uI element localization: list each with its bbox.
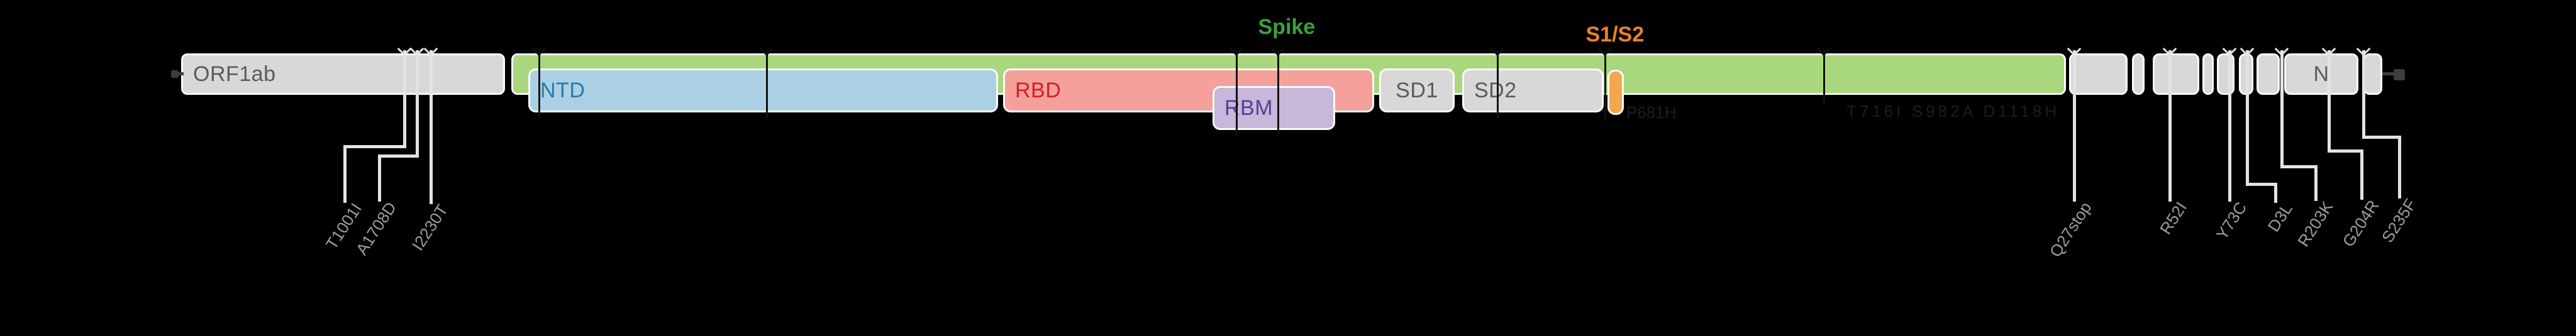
right-mutation-line <box>2397 137 2401 198</box>
domain-label-rbd: RBD <box>1015 78 1062 102</box>
left-mutation-line <box>377 156 381 202</box>
domain-label-sd2: SD2 <box>1474 78 1517 102</box>
spike-mutation-line <box>1496 50 1499 118</box>
right-mutation-label: S235F <box>2378 195 2421 246</box>
right-mutation-line <box>2327 50 2331 153</box>
right-mutation-label: R203K <box>2293 198 2337 251</box>
right-mutation-line <box>2360 151 2363 200</box>
domain-sd1: SD1 <box>1379 68 1455 112</box>
domain-rbm: RBM <box>1213 86 1335 130</box>
spike-mutation-line <box>1277 50 1279 136</box>
left-mutation-label: I2230T <box>408 201 452 254</box>
right-mutation-line <box>2273 184 2277 203</box>
gene-orf10 <box>2363 53 2382 95</box>
right-mutation-line <box>2362 50 2365 139</box>
domain-sd2: SD2 <box>1462 68 1604 112</box>
gene-orf8 <box>2257 53 2280 95</box>
domain-s1s2 <box>1607 70 1624 115</box>
right-mutation-line <box>2327 149 2363 153</box>
spike-mutation-line <box>765 50 768 118</box>
gene-label-orf1ab: ORF1ab <box>193 62 276 86</box>
right-mutation-line <box>2314 166 2318 201</box>
right-mutation-line <box>2228 50 2231 202</box>
right-mutation-label: Y73C <box>2212 198 2251 243</box>
gene-n: N <box>2284 53 2358 95</box>
left-mutation-line <box>415 50 419 158</box>
right-mutation-line <box>2245 50 2249 186</box>
right-mutation-label: R52I <box>2156 198 2191 238</box>
right-mutation-label: D3L <box>2264 200 2297 236</box>
five-prime-cap-icon-stub <box>179 72 184 75</box>
three-prime-cap-icon-stub <box>2382 72 2394 75</box>
gene-label-n: N <box>2313 62 2329 86</box>
domain-label-rbm: RBM <box>1224 95 1274 120</box>
domain-ntd: NTD <box>528 68 998 112</box>
spike-mutation-line <box>1823 50 1825 105</box>
s1s2-title: S1/S2 <box>1585 23 1645 46</box>
spike-mutation-line <box>538 50 540 118</box>
gene-m <box>2153 53 2199 95</box>
right-mutation-line <box>2245 182 2277 186</box>
three-prime-cap-icon <box>2394 69 2405 80</box>
right-mutation-line <box>2362 135 2401 139</box>
right-mutation-label: Q27stop <box>2045 198 2096 261</box>
domain-label-ntd: NTD <box>540 78 586 102</box>
five-prime-cap-icon <box>171 70 179 78</box>
gene-orf6 <box>2202 53 2214 95</box>
right-mutation-line <box>2280 165 2318 168</box>
right-mutation-label: G204R <box>2338 197 2383 251</box>
left-mutation-line <box>343 144 406 148</box>
faint-s1s2-mutation: P681H <box>1626 103 1677 122</box>
domain-label-sd1: SD1 <box>1396 78 1438 102</box>
gene-orf1ab: ORF1ab <box>181 53 505 95</box>
faint-s2-mutations: T716I S982A D1118H <box>1846 102 2060 121</box>
right-mutation-line <box>2072 50 2076 202</box>
gene-e <box>2132 53 2145 95</box>
spike-title: Spike <box>1258 15 1316 39</box>
right-mutation-line <box>2280 50 2284 168</box>
left-mutation-line <box>343 146 347 203</box>
right-mutation-line <box>2168 50 2172 202</box>
spike-mutation-line <box>1235 50 1238 136</box>
spike-mutation-line <box>1604 50 1606 121</box>
left-mutation-line <box>429 50 433 204</box>
left-mutation-line <box>402 50 406 148</box>
left-mutation-line <box>377 154 419 158</box>
gene-orf3a <box>2069 53 2128 95</box>
gene-orf7a <box>2217 53 2235 95</box>
